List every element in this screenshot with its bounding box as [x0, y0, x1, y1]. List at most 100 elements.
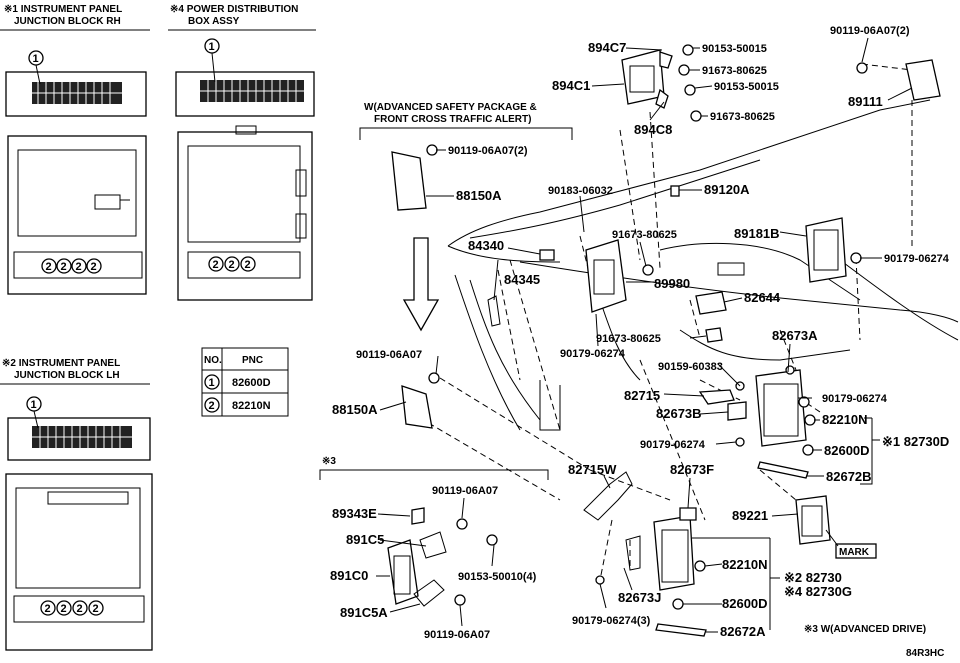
label-91673-80625-c: 91673-80625: [612, 229, 677, 241]
down-arrow: [402, 237, 440, 332]
pdb-c2-c: 2: [245, 259, 251, 271]
lh-c2-b: 2: [61, 603, 67, 615]
label-90119-06A07-e: 90119-06A07: [424, 629, 490, 641]
module-88150A-top: [391, 151, 427, 211]
lh-c2-a: 2: [45, 603, 51, 615]
advanced-safety-group: W(ADVANCED SAFETY PACKAGE & FRONT CROSS …: [359, 102, 573, 332]
label-82644: 82644: [744, 290, 781, 305]
pdb-callout-2-row: 2 2 2: [208, 256, 256, 272]
label-90119-06A07-2b: 90119-06A07(2): [448, 145, 528, 157]
label-89181B: 89181B: [734, 226, 780, 241]
leader-lines: [376, 37, 913, 633]
label-89221: 89221: [732, 508, 768, 523]
label-91673-80625-a: 91673-80625: [702, 65, 767, 77]
pdb-title-line1: ※4 POWER DISTRIBUTION: [170, 4, 298, 15]
rh-title-line1: ※1 INSTRUMENT PANEL: [4, 4, 122, 15]
label-84340: 84340: [468, 238, 504, 253]
s3-label: ※3: [322, 456, 336, 467]
pdb-title-line2: BOX ASSY: [188, 16, 240, 27]
label-91673-80625-b: 91673-80625: [710, 111, 775, 123]
label-82672A: 82672A: [720, 624, 766, 639]
dashed-leaders: [419, 63, 913, 581]
label-894C1: 894C1: [552, 78, 590, 93]
label-89111: 89111: [848, 94, 883, 109]
label-90179-06274-3: 90179-06274(3): [572, 615, 651, 627]
pnc-row2-no: 2: [209, 400, 215, 412]
pdb-callout-1-text: 1: [209, 41, 215, 53]
rh-c2-d: 2: [91, 261, 97, 273]
label-88150A-top: 88150A: [456, 188, 502, 203]
w-adv-safety-line1: W(ADVANCED SAFETY PACKAGE &: [364, 102, 537, 113]
label-90153-50015-b: 90153-50015: [714, 81, 779, 93]
rh-callout-1-text: 1: [33, 53, 39, 65]
rh-c2-b: 2: [61, 261, 67, 273]
module-89181B: [805, 217, 847, 283]
advanced-drive-group: ※3: [319, 456, 549, 480]
ecu-89980: [585, 239, 627, 313]
lh-c2-c: 2: [77, 603, 83, 615]
label-891C5: 891C5: [346, 532, 384, 547]
label-82730: ※2 82730: [784, 570, 842, 585]
label-91673-80625-d: 91673-80625: [596, 333, 661, 345]
lh-front-view: [5, 473, 153, 651]
lh-title-line1: ※2 INSTRUMENT PANEL: [2, 358, 120, 369]
pdb-front-view: [177, 131, 313, 301]
label-90179-06274-d: 90179-06274: [822, 393, 888, 405]
pnc-row1-no: 1: [209, 377, 215, 389]
label-90179-06274-c: 90179-06274: [640, 439, 706, 451]
label-82715W: 82715W: [568, 462, 617, 477]
label-89343E: 89343E: [332, 506, 377, 521]
label-89980: 89980: [654, 276, 690, 291]
label-82672B: 82672B: [826, 469, 872, 484]
junction-block-rh-group: ※1 INSTRUMENT PANEL JUNCTION BLOCK RH 1 …: [0, 4, 150, 295]
label-82673J: 82673J: [618, 590, 661, 605]
part-82644: [695, 291, 727, 315]
junction-82730: [653, 515, 695, 591]
lh-c2-d: 2: [93, 603, 99, 615]
rh-c2-a: 2: [46, 261, 52, 273]
pdb-c2-a: 2: [213, 259, 219, 271]
rh-title-line2: JUNCTION BLOCK RH: [14, 16, 121, 27]
label-90179-06274-a: 90179-06274: [884, 253, 950, 265]
label-90183-06032: 90183-06032: [548, 185, 613, 197]
label-90119-06A07-d: 90119-06A07: [432, 485, 498, 497]
pdb-c2-b: 2: [229, 259, 235, 271]
dashboard-outline: [447, 99, 959, 431]
label-88150A-bottom: 88150A: [332, 402, 378, 417]
label-894C7: 894C7: [588, 40, 626, 55]
pnc-table: NO. PNC 1 82600D 2 82210N: [201, 347, 289, 417]
junction-82730D: [755, 369, 807, 447]
pnc-row2-pnc: 82210N: [232, 400, 271, 412]
label-89120A: 89120A: [704, 182, 750, 197]
label-82730D: ※1 82730D: [882, 434, 949, 449]
label-82600D-a: 82600D: [824, 443, 870, 458]
label-894C8: 894C8: [634, 122, 672, 137]
pnc-row1-pnc: 82600D: [232, 377, 271, 389]
ecu-89221: [795, 495, 831, 545]
label-90159-60383: 90159-60383: [658, 361, 723, 373]
lh-callout-2-row: 2 2 2 2: [40, 600, 104, 616]
label-90119-06A07-c: 90119-06A07: [356, 349, 422, 361]
label-90179-06274-b: 90179-06274: [560, 348, 626, 360]
pnc-header-pnc: PNC: [242, 355, 263, 366]
label-90153-50010-4: 90153-50010(4): [458, 571, 537, 583]
label-mark: MARK: [839, 547, 870, 558]
label-84345: 84345: [504, 272, 540, 287]
footer-note: ※3 W(ADVANCED DRIVE): [804, 624, 926, 635]
sensor-89111: [905, 59, 941, 101]
label-90153-50015-a: 90153-50015: [702, 43, 767, 55]
label-82673A: 82673A: [772, 328, 818, 343]
w-adv-safety-line2: FRONT CROSS TRAFFIC ALERT): [374, 114, 531, 125]
label-82210N-a: 82210N: [822, 412, 868, 427]
label-891C0: 891C0: [330, 568, 368, 583]
power-distribution-box-group: ※4 POWER DISTRIBUTION BOX ASSY 1 2 2 2: [168, 4, 316, 301]
rh-callout-2-row: 2 2 2 2: [41, 258, 102, 274]
pnc-header-no: NO.: [204, 355, 222, 366]
junction-block-lh-group: ※2 INSTRUMENT PANEL JUNCTION BLOCK LH 1 …: [0, 358, 153, 651]
module-88150A-bottom: [401, 385, 433, 429]
label-82673B: 82673B: [656, 406, 702, 421]
label-82715: 82715: [624, 388, 660, 403]
label-891C5A: 891C5A: [340, 605, 388, 620]
